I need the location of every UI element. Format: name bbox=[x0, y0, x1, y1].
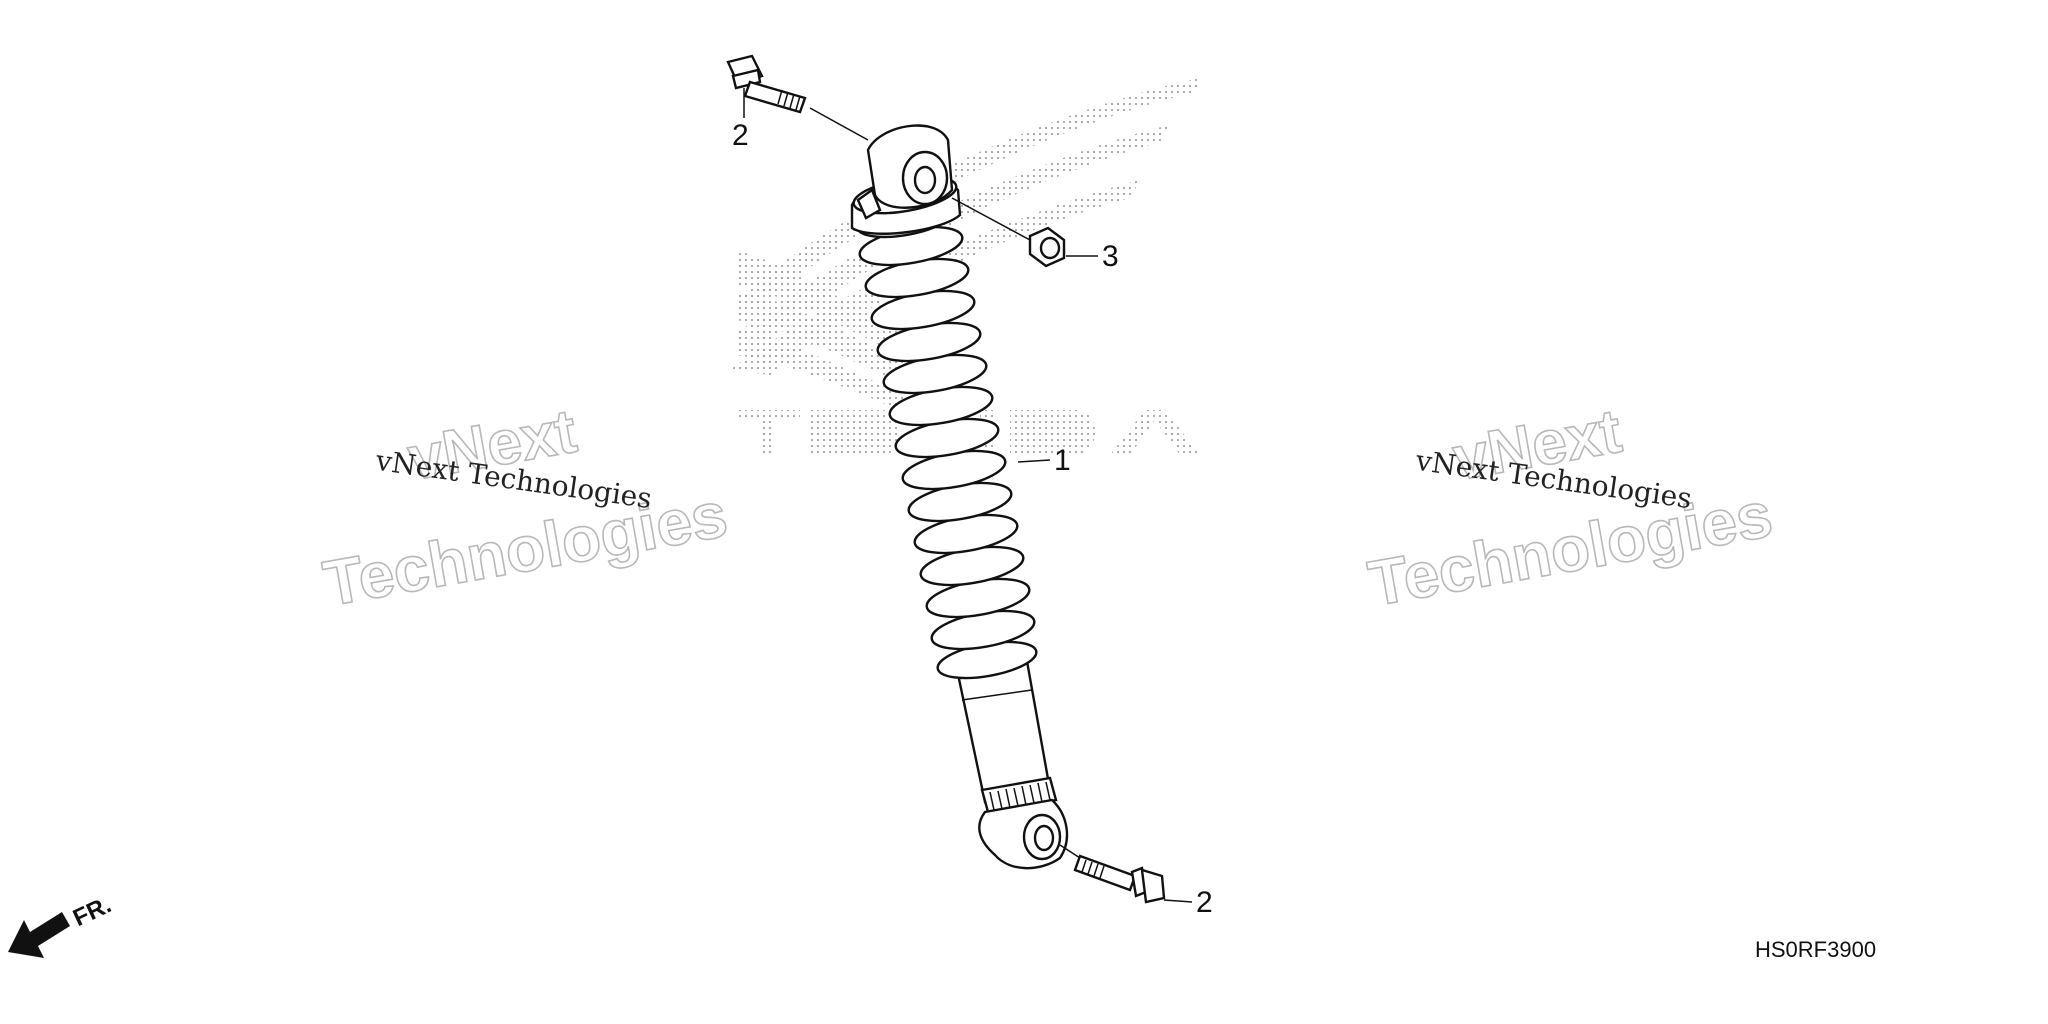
callout-shock-absorber: 1 bbox=[1054, 444, 1071, 477]
leader-lines bbox=[743, 88, 1193, 903]
shock-absorber bbox=[850, 124, 1069, 870]
nut bbox=[951, 197, 1066, 268]
honda-wing-logo bbox=[730, 78, 1200, 455]
callout-nut: 3 bbox=[1102, 240, 1119, 273]
watermark-right-big-line2: Technologies bbox=[1363, 478, 1777, 620]
callout-upper-bolt: 2 bbox=[732, 119, 749, 152]
diagram-part-code: HS0RF3900 bbox=[1755, 937, 1876, 962]
watermark-left: vNext Technologies vNext Technologies bbox=[318, 396, 734, 621]
front-arrow-icon bbox=[8, 912, 70, 958]
lower-bolt bbox=[1059, 844, 1166, 904]
watermark-right: vNext Technologies vNext Technologies bbox=[1363, 396, 1779, 621]
front-indicator-label: FR. bbox=[69, 891, 115, 932]
watermark-left-big-line2: Technologies bbox=[318, 478, 732, 620]
callout-lower-bolt: 2 bbox=[1196, 886, 1213, 919]
upper-bolt bbox=[726, 54, 869, 141]
